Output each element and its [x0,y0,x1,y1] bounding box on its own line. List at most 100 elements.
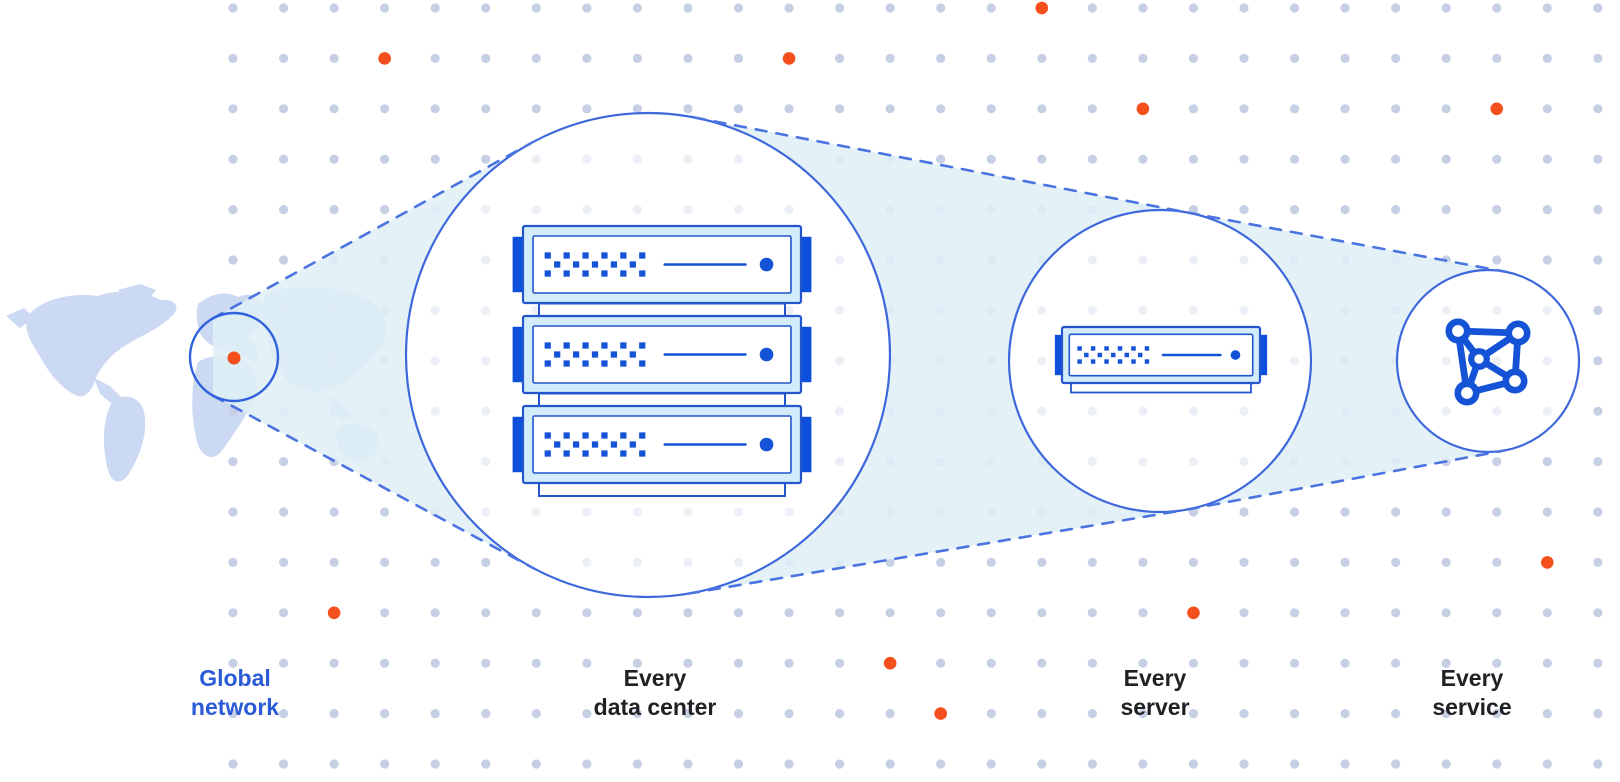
grid-dot [481,255,491,265]
grid-dot [1441,709,1451,719]
faint-dot-grid [1441,305,1552,416]
grid-dot [1441,104,1451,114]
grid-dot [1391,104,1401,114]
grid-dot [1593,255,1603,265]
grid-dot [1441,53,1451,64]
grid-dot [1441,205,1451,215]
grid-dot [430,608,440,618]
accent-dot [327,606,341,620]
grid-dot [1087,608,1097,618]
grid-dot [1441,557,1451,568]
grid-dot [582,104,592,114]
grid-dot [1087,255,1097,265]
grid-dot [733,507,744,517]
grid-dot [1542,658,1552,668]
grid-dot [278,3,289,13]
grid-dot [1593,205,1603,215]
server-ear-right [1259,334,1268,376]
grid-dot [430,658,440,668]
grid-dot [1289,104,1300,114]
led-dot [639,360,646,367]
location-marker-dot [227,351,241,365]
grid-dot [278,608,289,618]
grid-dot [784,759,794,769]
grid-dot [278,104,289,114]
grid-dot [1593,406,1603,416]
grid-dot [531,709,541,719]
grid-dot [1087,557,1097,568]
grid-dot [1492,507,1502,517]
caption-line-1: Every [623,665,687,691]
grid-dot [481,305,491,315]
grid-dot [1239,205,1249,215]
led-dot [620,450,627,457]
grid-dot [784,507,794,517]
grid-dot [1087,3,1097,13]
grid-dot [885,759,895,769]
mesh-node [1445,318,1471,344]
led-dot [563,270,570,277]
grid-dot [1138,557,1148,568]
led-dot [1117,359,1123,364]
grid-dot [481,53,491,64]
grid-dot [1239,457,1249,467]
led-dot [620,252,627,259]
grid-dot [1340,3,1350,13]
grid-dot [1188,305,1199,315]
server-ear-left [512,326,524,383]
grid-dot [683,759,693,769]
led-dot [601,270,608,277]
led-dot [572,261,580,268]
grid-dot [1138,53,1148,64]
grid-dot [733,557,744,568]
grid-dot [733,709,744,719]
grid-dot [329,759,339,769]
led-dot [563,450,570,457]
led-dot [601,432,608,439]
caption-line-2: service [1432,693,1512,720]
grid-dot [1037,759,1047,769]
grid-dot [1087,759,1097,769]
grid-dot [329,557,339,568]
grid-dot [1239,104,1249,114]
grid-dot [1441,608,1451,618]
grid-dot [835,709,845,719]
led-dot [639,270,646,277]
grid-dot [835,759,845,769]
grid-dot [1289,205,1300,215]
led-dot [620,270,627,277]
grid-dot [733,3,744,13]
grid-dot [430,104,440,114]
caption-line-2: data center [593,693,717,720]
grid-dot [784,608,794,618]
led-matrix [1077,346,1150,364]
accent-dot [782,52,796,65]
single-server [1054,325,1268,394]
grid-dot [1542,154,1552,164]
caption-line-1: Every [1123,665,1187,691]
grid-dot [1593,507,1603,517]
grid-dot [1542,608,1552,618]
grid-dot [228,205,238,215]
grid-dot [1037,154,1047,164]
led-dot [1090,346,1096,351]
grid-dot [1441,759,1451,769]
caption-global-network: Global network [191,664,279,721]
grid-dot [986,709,996,719]
grid-dot [329,709,339,719]
grid-dot [1188,154,1199,164]
grid-dot [1542,3,1552,13]
caption-line-1: Every [1440,665,1504,691]
led-dot [544,342,551,349]
led-dot [591,441,599,448]
grid-dot [582,154,592,164]
grid-dot [1138,305,1148,315]
grid-dot [885,557,895,568]
led-dot [1131,346,1136,351]
led-dot [1117,346,1123,351]
caption-line-1: Global [199,665,271,691]
grid-dot [986,154,996,164]
grid-dot [1087,104,1097,114]
grid-dot [1492,154,1502,164]
grid-dot [1542,255,1552,265]
